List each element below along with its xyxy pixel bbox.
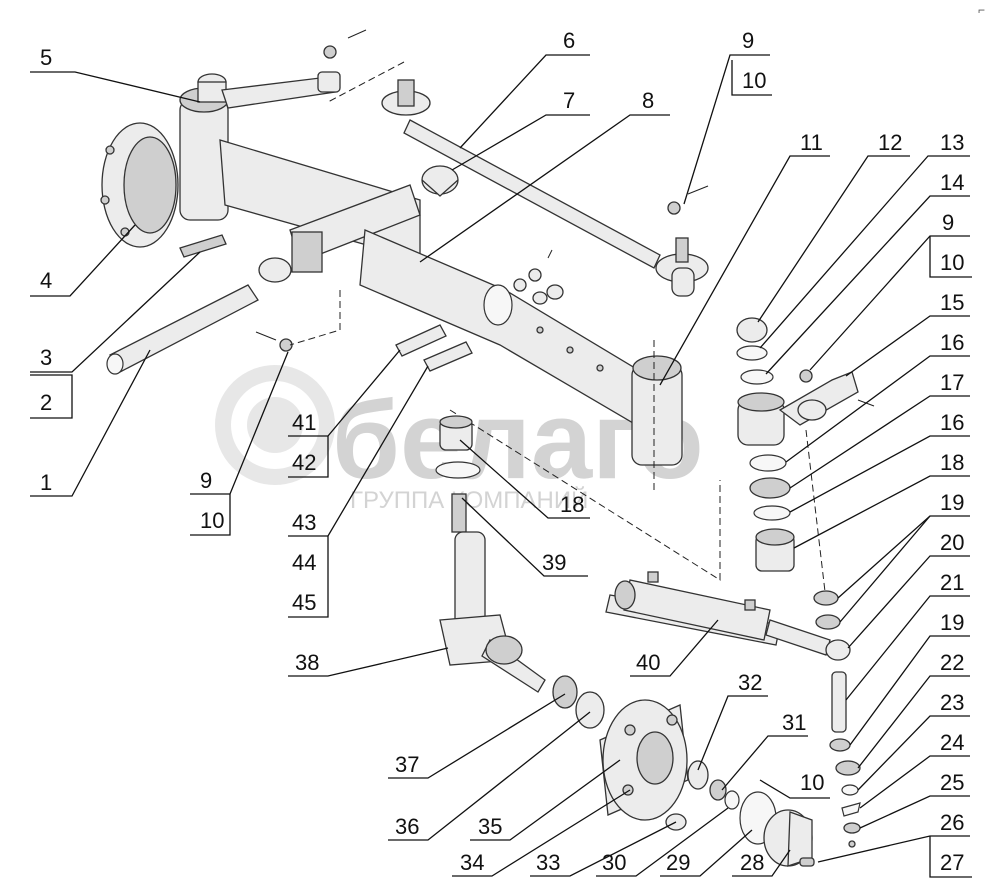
pins — [255, 324, 473, 372]
callout-42: 42 — [292, 450, 316, 475]
steering-arm-upper — [221, 29, 367, 109]
callout-22: 22 — [940, 650, 964, 675]
callout-15: 15 — [940, 290, 964, 315]
callout-43: 43 — [292, 510, 316, 535]
callout-1: 1 — [40, 470, 52, 495]
callout-28: 28 — [740, 850, 764, 875]
callout-44: 44 — [292, 550, 316, 575]
callout-6: 6 — [563, 28, 575, 53]
callout-29: 29 — [666, 850, 690, 875]
callout-19-b: 19 — [940, 610, 964, 635]
callout-10-right: 10 — [940, 250, 964, 275]
callout-36: 36 — [395, 814, 419, 839]
callout-19-a: 19 — [940, 490, 964, 515]
callouts: 1 2 3 4 5 6 7 8 9 10 9 10 11 — [30, 3, 985, 878]
callout-25: 25 — [940, 770, 964, 795]
callout-10-top: 10 — [742, 68, 766, 93]
callout-10-hub: 10 — [800, 770, 824, 795]
callout-26: 26 — [940, 810, 964, 835]
nuts-cluster — [513, 249, 564, 305]
callout-11: 11 — [800, 130, 823, 155]
pivot-tube — [106, 234, 259, 375]
callout-34: 34 — [460, 850, 484, 875]
callout-39: 39 — [542, 550, 566, 575]
callout-18-right: 18 — [940, 450, 964, 475]
axle-beam — [100, 73, 683, 466]
steering-cylinder — [605, 571, 851, 661]
callout-16-a: 16 — [940, 330, 964, 355]
callout-12: 12 — [878, 130, 902, 155]
callout-9-right: 9 — [942, 210, 954, 235]
callout-9-left: 9 — [200, 468, 212, 493]
callout-17: 17 — [940, 370, 964, 395]
callout-33: 33 — [536, 850, 560, 875]
corner-mark: ⌐ — [978, 3, 985, 17]
callout-27: 27 — [940, 850, 964, 875]
callout-21: 21 — [940, 570, 964, 595]
callout-45: 45 — [292, 590, 316, 615]
callout-5: 5 — [40, 45, 52, 70]
watermark-subtitle: ГРУППА КОМПАНИЙ — [350, 486, 588, 514]
callout-23: 23 — [940, 690, 964, 715]
callout-4: 4 — [40, 268, 52, 293]
callout-38: 38 — [295, 650, 319, 675]
callout-13: 13 — [940, 130, 964, 155]
callout-35: 35 — [478, 814, 502, 839]
callout-18-center: 18 — [560, 492, 584, 517]
callout-32: 32 — [738, 670, 762, 695]
callout-14: 14 — [940, 170, 964, 195]
callout-8: 8 — [642, 88, 654, 113]
callout-2: 2 — [40, 390, 52, 415]
callout-16-b: 16 — [940, 410, 964, 435]
kingpin-stack — [736, 317, 875, 572]
wheel-hub — [552, 675, 815, 867]
callout-40: 40 — [636, 650, 660, 675]
callout-10-left: 10 — [200, 508, 224, 533]
ball-joint-parts — [813, 590, 861, 848]
callout-3: 3 — [40, 345, 52, 370]
callout-9-top: 9 — [742, 28, 754, 53]
callout-31: 31 — [782, 710, 806, 735]
callout-41: 41 — [292, 410, 316, 435]
assembly-axis-lines — [289, 61, 827, 601]
callout-20: 20 — [940, 530, 964, 555]
bushings — [258, 165, 459, 283]
steering-knuckle — [435, 415, 546, 693]
callout-7: 7 — [563, 88, 575, 113]
callout-24: 24 — [940, 730, 964, 755]
tie-rod — [381, 79, 709, 297]
callout-37: 37 — [395, 752, 419, 777]
